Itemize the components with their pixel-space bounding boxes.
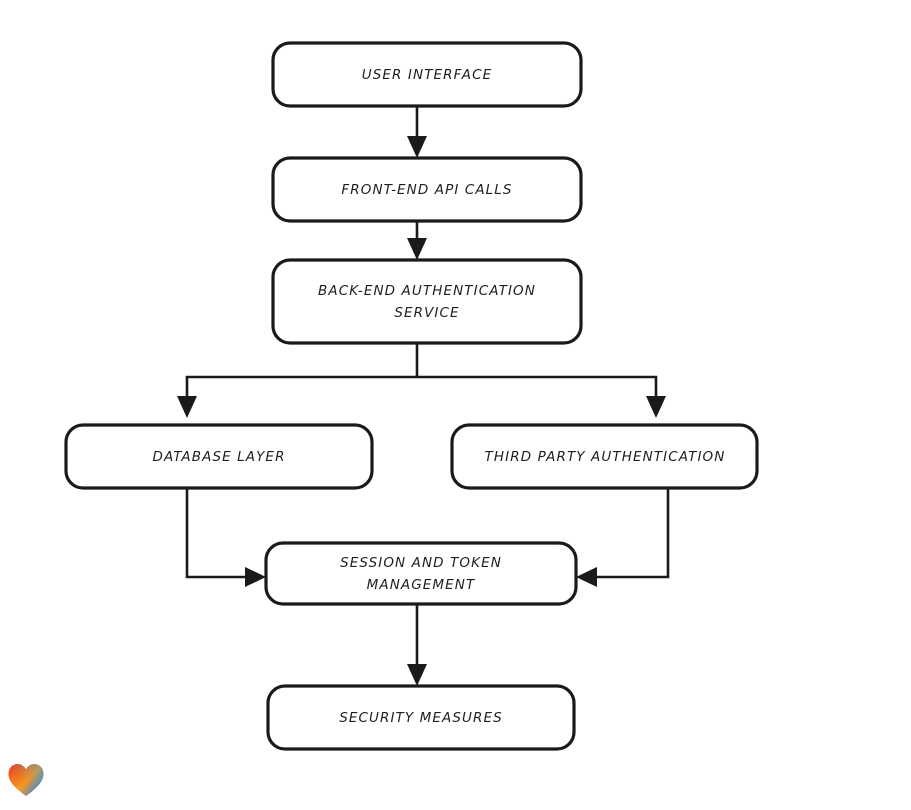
edge-path — [185, 488, 252, 579]
edge-path — [590, 488, 670, 579]
edge-path — [185, 343, 419, 403]
edge-layer — [177, 106, 670, 686]
node-label-line-2: MANAGEMENT — [367, 577, 476, 593]
node-box[interactable] — [450, 423, 759, 490]
node-database-layer[interactable]: DATABASE LAYER — [64, 423, 374, 490]
node-session-and-token-management[interactable]: SESSION AND TOKEN MANAGEMENT — [264, 541, 578, 606]
node-label: FRONT-END API CALLS — [341, 182, 512, 198]
heart-icon[interactable] — [8, 763, 44, 797]
node-label: THIRD PARTY AUTHENTICATION — [485, 449, 726, 465]
node-layer: USER INTERFACE FRONT-END API CALLS BACK-… — [64, 41, 759, 751]
node-user-interface[interactable]: USER INTERFACE — [271, 41, 583, 108]
edge-backend-to-database — [177, 343, 419, 418]
arrowhead-icon — [407, 136, 427, 158]
node-box[interactable] — [264, 541, 578, 606]
node-box[interactable] — [266, 684, 576, 751]
node-label-line-1: SESSION AND TOKEN — [340, 555, 502, 571]
node-label: SECURITY MEASURES — [339, 710, 503, 726]
node-security-measures[interactable]: SECURITY MEASURES — [266, 684, 576, 751]
edge-path — [417, 375, 658, 403]
node-front-end-api-calls[interactable]: FRONT-END API CALLS — [271, 156, 583, 223]
node-label-line-1: BACK-END AUTHENTICATION — [318, 283, 536, 299]
arrowhead-icon — [177, 396, 197, 418]
edge-ui-to-api — [407, 106, 427, 158]
arrowhead-icon — [576, 567, 597, 587]
node-box[interactable] — [64, 423, 374, 490]
node-back-end-authentication-service[interactable]: BACK-END AUTHENTICATION SERVICE — [271, 258, 583, 345]
node-box[interactable] — [271, 258, 583, 345]
node-label-line-2: SERVICE — [394, 305, 459, 321]
heart-shape-overlay — [8, 764, 44, 796]
edge-backend-to-thirdparty — [417, 375, 666, 418]
arrowhead-icon — [646, 396, 666, 418]
node-box[interactable] — [271, 156, 583, 223]
arrowhead-icon — [245, 567, 266, 587]
edge-database-to-session — [185, 488, 266, 587]
node-box[interactable] — [271, 41, 583, 108]
arrowhead-icon — [407, 664, 427, 686]
edge-api-to-backend — [407, 221, 427, 260]
node-third-party-authentication[interactable]: THIRD PARTY AUTHENTICATION — [450, 423, 759, 490]
node-label: USER INTERFACE — [362, 67, 492, 83]
arrowhead-icon — [407, 238, 427, 260]
edge-session-to-security — [407, 604, 427, 686]
edge-thirdparty-to-session — [576, 488, 670, 587]
node-label: DATABASE LAYER — [152, 449, 285, 465]
heart-badge[interactable] — [8, 763, 44, 797]
